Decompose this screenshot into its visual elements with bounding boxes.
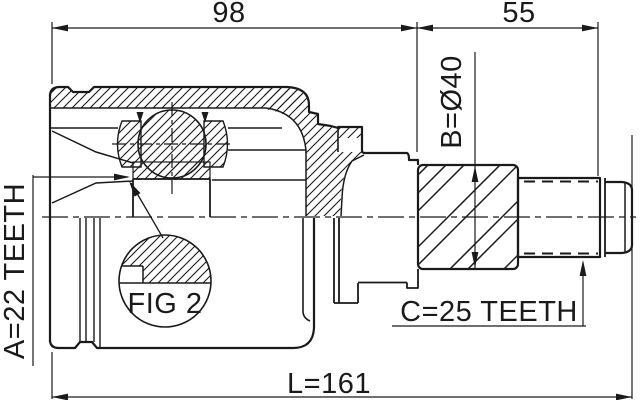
arrow-55-left [417,24,433,32]
ball [137,109,207,179]
housing-top-profile [48,85,420,165]
arrow-98-left [52,24,68,32]
cage-contact-arrow-right [201,112,209,123]
end-spline-dashes [524,180,598,255]
fig2-detail-circle: FIG 2 [118,181,212,328]
dimension-arrowheads [52,24,632,400]
arrow-98-right [401,24,417,32]
cage-contact-arrow-left [136,112,144,123]
inner-wall-line [50,107,307,216]
cage-left [116,120,142,168]
spline-c-teeth-label: C=25 TEETH [400,296,578,328]
arrow-l-left [52,393,68,400]
housing-bottom-profile [48,218,316,350]
fig2-leader-arrow [129,181,141,197]
spline-a-teeth-label: A=22 TEETH [0,183,31,359]
dimension-lines [32,22,633,399]
dim-55-label: 55 [502,0,535,29]
circlip-groove [599,178,606,257]
arrow-b-bottom [471,252,479,268]
boot-groove-lines [79,218,101,347]
dim-b-diameter-label: B=Ø40 [436,55,468,149]
arrow-55-right [582,24,598,32]
dim-length-label: L=161 [287,368,371,400]
arrow-c-leader [579,260,587,276]
boot-clamp-bottom [333,218,419,304]
arrow-a-leader [114,173,130,181]
inner-spline-taper-bottom [51,180,134,204]
drive-shaft [416,163,634,271]
ball-and-cage [116,109,229,179]
cage-right [203,120,229,168]
cv-joint-housing [48,85,420,350]
arrow-l-right [616,393,632,400]
boot-clamp-top [337,128,363,152]
arrow-b-top [471,166,479,182]
neck-bore-line [340,154,365,217]
fig2-detail-label: FIG 2 [127,288,202,320]
dim-98-label: 98 [212,0,245,29]
spline-helix-lines [419,166,517,268]
